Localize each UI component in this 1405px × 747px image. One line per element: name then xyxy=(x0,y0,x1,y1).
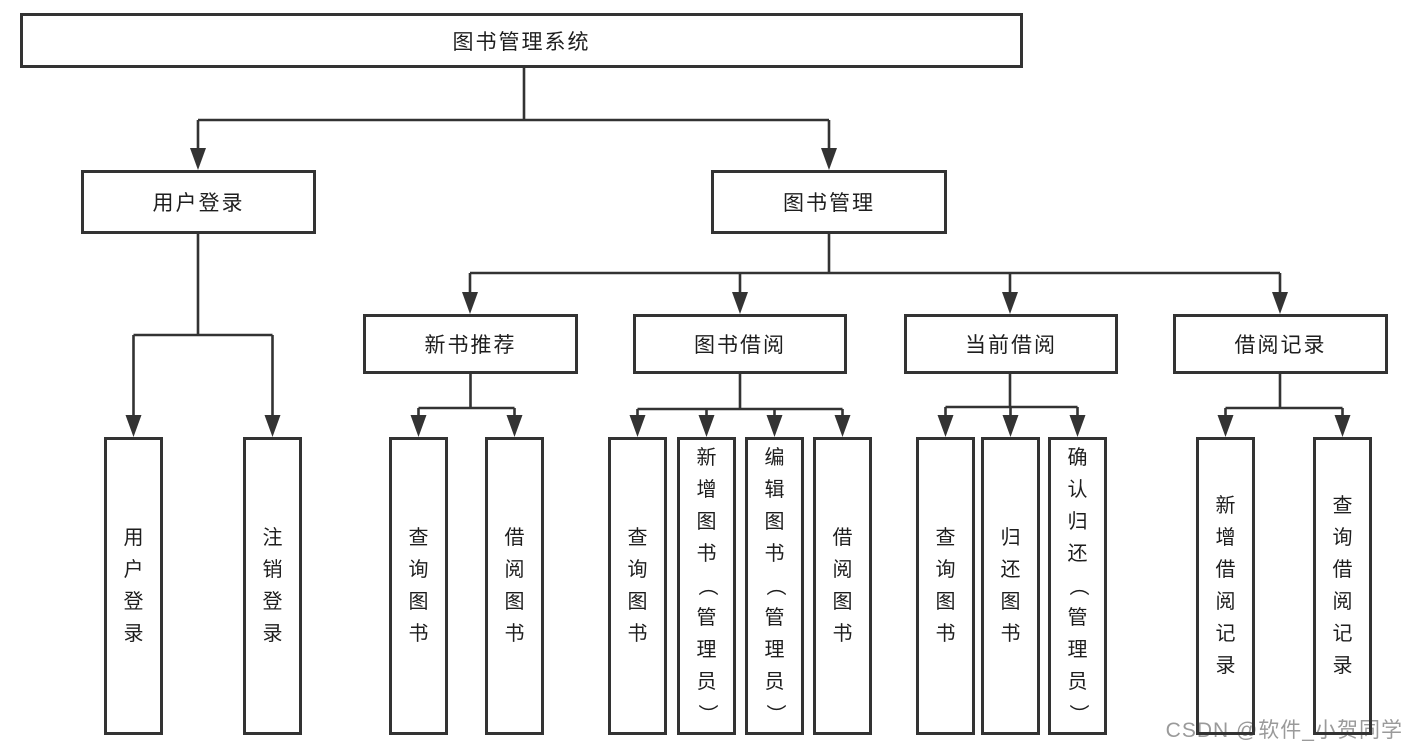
connector-login-to-leaves xyxy=(125,234,281,437)
arrowhead xyxy=(937,415,954,437)
arrowhead xyxy=(125,415,142,437)
node-borrow-records: 借阅记录 xyxy=(1173,314,1388,374)
leaf-add-borrow-record: 新增借阅记录 xyxy=(1196,437,1255,735)
arrowhead xyxy=(506,415,523,437)
leaf-add-book-admin: 新增图书（管理员） xyxy=(677,437,736,735)
leaf-edit-book-admin: 编辑图书（管理员） xyxy=(745,437,804,735)
node-book-borrowing: 图书借阅 xyxy=(633,314,847,374)
node-user-login-label: 用户登录 xyxy=(152,192,245,215)
node-user-login: 用户登录 xyxy=(81,170,316,234)
arrowhead xyxy=(834,415,851,437)
leaf-recommend-query-books: 查询图书 xyxy=(389,437,448,735)
node-current-borrowing: 当前借阅 xyxy=(904,314,1118,374)
node-root: 图书管理系统 xyxy=(20,13,1023,68)
leaf-confirm-return-admin-label: 确认归还（管理员） xyxy=(1066,447,1089,724)
leaf-confirm-return-admin: 确认归还（管理员） xyxy=(1048,437,1107,735)
leaf-return-books: 归还图书 xyxy=(981,437,1040,735)
node-new-book-recommend-label: 新书推荐 xyxy=(424,334,517,357)
connector-current-to-leaves xyxy=(937,374,1086,437)
leaf-query-borrow-record: 查询借阅记录 xyxy=(1313,437,1372,735)
node-current-borrowing-label: 当前借阅 xyxy=(965,334,1057,357)
leaf-recommend-borrow-books-label: 借阅图书 xyxy=(504,527,525,645)
connector-recommend-to-leaves xyxy=(410,374,523,437)
node-root-label: 图书管理系统 xyxy=(452,30,591,54)
leaf-logout: 注销登录 xyxy=(243,437,302,735)
arrowhead xyxy=(732,292,748,314)
arrowhead xyxy=(698,415,715,437)
leaf-current-query-books: 查询图书 xyxy=(916,437,975,735)
csdn-watermark: CSDN @软件_小贺同学 xyxy=(1165,719,1403,742)
arrowhead xyxy=(1002,415,1019,437)
node-new-book-recommend: 新书推荐 xyxy=(363,314,578,374)
leaf-borrowing-borrow-books: 借阅图书 xyxy=(813,437,872,735)
arrowhead xyxy=(821,148,837,170)
arrowhead xyxy=(1069,415,1086,437)
node-book-management-label: 图书管理 xyxy=(783,192,875,215)
connector-root-to-level2 xyxy=(190,68,837,170)
arrowhead xyxy=(1217,415,1234,437)
connector-records-to-leaves xyxy=(1217,374,1351,437)
connector-management-to-level3 xyxy=(462,234,1288,314)
node-borrow-records-label: 借阅记录 xyxy=(1234,334,1327,357)
leaf-add-book-admin-label: 新增图书（管理员） xyxy=(695,447,718,724)
leaf-recommend-query-books-label: 查询图书 xyxy=(408,527,429,645)
leaf-user-login: 用户登录 xyxy=(104,437,163,735)
leaf-borrowing-borrow-books-label: 借阅图书 xyxy=(832,527,853,645)
arrowhead xyxy=(1272,292,1288,314)
leaf-query-borrow-record-label: 查询借阅记录 xyxy=(1332,495,1353,677)
arrowhead xyxy=(1002,292,1018,314)
node-book-management: 图书管理 xyxy=(711,170,947,234)
connector-borrowing-to-leaves xyxy=(629,374,851,437)
leaf-add-borrow-record-label: 新增借阅记录 xyxy=(1215,495,1236,677)
leaf-logout-label: 注销登录 xyxy=(262,527,283,645)
leaf-current-query-books-label: 查询图书 xyxy=(935,527,956,645)
arrowhead xyxy=(1334,415,1351,437)
arrowhead xyxy=(410,415,427,437)
arrowhead xyxy=(462,292,478,314)
arrowhead xyxy=(190,148,206,170)
leaf-recommend-borrow-books: 借阅图书 xyxy=(485,437,544,735)
arrowhead xyxy=(766,415,783,437)
arrowhead xyxy=(629,415,646,437)
leaf-borrowing-query-books: 查询图书 xyxy=(608,437,667,735)
node-book-borrowing-label: 图书借阅 xyxy=(694,334,786,357)
leaf-user-login-label: 用户登录 xyxy=(123,527,144,645)
arrowhead xyxy=(264,415,281,437)
leaf-edit-book-admin-label: 编辑图书（管理员） xyxy=(763,447,786,724)
leaf-borrowing-query-books-label: 查询图书 xyxy=(627,527,648,645)
leaf-return-books-label: 归还图书 xyxy=(1000,527,1021,645)
